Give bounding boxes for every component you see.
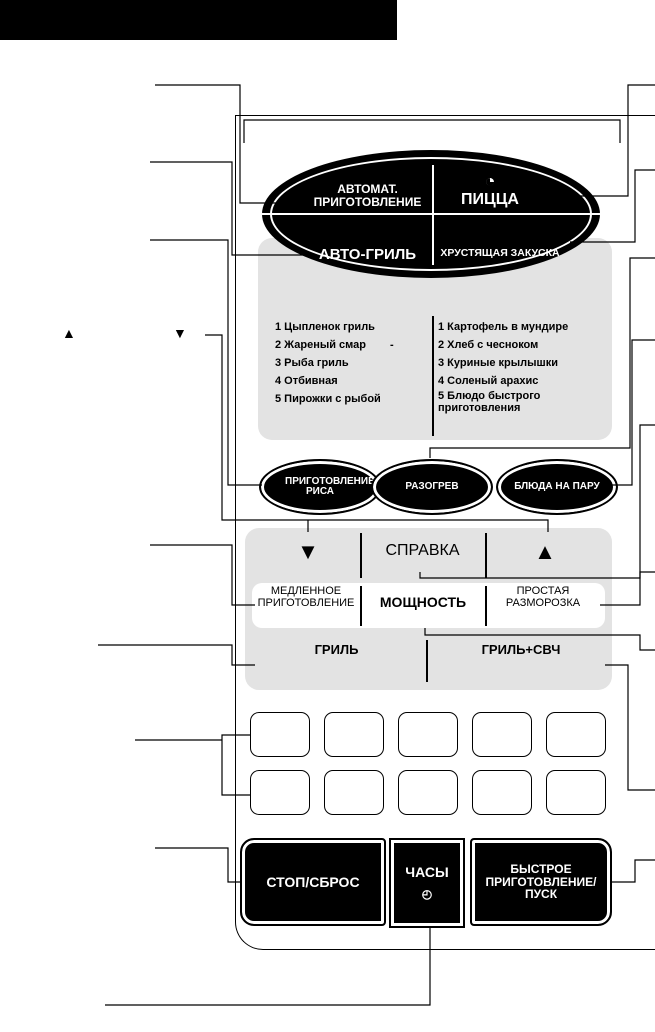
dash-mark: - <box>390 339 394 351</box>
up-button[interactable]: ▲ <box>534 539 556 564</box>
microwave-panel <box>235 115 655 950</box>
pizza-icon: ◔ <box>484 171 496 191</box>
rice-button[interactable]: ПРИГОТОВЛЕНИЕ РИСА <box>259 459 381 515</box>
header-bar <box>0 0 397 40</box>
auto-grill-button[interactable]: АВТО-ГРИЛЬ <box>318 246 417 263</box>
crispy-snack-menu: 1 Картофель в мундире 2 Хлеб с чесноком … <box>438 318 588 414</box>
reheat-button[interactable]: РАЗОГРЕВ <box>371 459 493 515</box>
list-item: 4 Соленый арахис <box>438 375 539 387</box>
number-button[interactable] <box>250 712 310 757</box>
number-button[interactable] <box>472 712 532 757</box>
number-button[interactable] <box>398 712 458 757</box>
number-button[interactable] <box>546 770 606 815</box>
crispy-snack-button[interactable]: ХРУСТЯЩАЯ ЗАКУСКА <box>440 247 560 259</box>
clock-icon: ◴ <box>421 887 433 902</box>
list-item: 4 Отбивная <box>275 375 338 387</box>
up-arrow-legend-icon: ▲ <box>62 325 76 341</box>
divider <box>485 586 487 626</box>
list-item: 5 Блюдо быстрого приготовления <box>438 390 541 414</box>
ellipse-divider-h <box>262 213 600 215</box>
start-label: БЫСТРОЕ ПРИГОТОВЛЕНИЕ/ ПУСК <box>485 862 597 902</box>
quick-start-button[interactable]: БЫСТРОЕ ПРИГОТОВЛЕНИЕ/ ПУСК <box>470 838 612 926</box>
auto-cook-button[interactable]: АВТОМАТ. ПРИГОТОВЛЕНИЕ <box>313 182 422 209</box>
divider <box>485 533 487 578</box>
stop-label: СТОП/СБРОС <box>266 873 360 890</box>
down-button[interactable]: ▼ <box>297 539 319 564</box>
number-button[interactable] <box>546 712 606 757</box>
list-item: 5 Пирожки с рыбой <box>275 393 381 405</box>
rice-label: ПРИГОТОВЛЕНИЕ РИСА <box>285 475 375 497</box>
clock-label: ЧАСЫ <box>405 864 449 881</box>
power-band <box>252 583 605 628</box>
stop-reset-button[interactable]: СТОП/СБРОС <box>240 838 386 926</box>
down-arrow-legend-icon: ▼ <box>173 325 187 341</box>
list-item: 2 Жареный смар <box>275 339 367 351</box>
pizza-button[interactable]: ПИЦЦА <box>461 191 519 208</box>
list-item: 3 Рыба гриль <box>275 357 349 369</box>
divider <box>360 586 362 626</box>
divider <box>426 640 428 682</box>
power-button[interactable]: МОЩНОСТЬ <box>379 594 467 610</box>
steam-button[interactable]: БЛЮДА НА ПАРУ <box>496 459 618 515</box>
list-item: 1 Цыпленок гриль <box>275 321 375 333</box>
divider <box>360 533 362 578</box>
ellipse-divider-v <box>432 165 434 265</box>
steam-label: БЛЮДА НА ПАРУ <box>514 480 600 492</box>
easy-defrost-button[interactable]: ПРОСТАЯ РАЗМОРОЗКА <box>505 585 581 610</box>
menu-divider <box>432 316 434 436</box>
number-button[interactable] <box>324 770 384 815</box>
grill-button[interactable]: ГРИЛЬ <box>314 642 359 657</box>
list-item: 3 Куриные крылышки <box>438 357 558 369</box>
clock-button[interactable]: ЧАСЫ ◴ <box>389 838 465 928</box>
auto-grill-menu: 1 Цыпленок гриль 2 Жареный смар 3 Рыба г… <box>275 318 381 408</box>
grill-micro-button[interactable]: ГРИЛЬ+СВЧ <box>481 642 561 657</box>
list-item: 2 Хлеб с чесноком <box>438 339 539 351</box>
help-button[interactable]: СПРАВКА <box>385 542 460 559</box>
number-button[interactable] <box>472 770 532 815</box>
reheat-label: РАЗОГРЕВ <box>405 480 459 492</box>
number-button[interactable] <box>250 770 310 815</box>
list-item: 1 Картофель в мундире <box>438 321 569 333</box>
slow-cook-button[interactable]: МЕДЛЕННОЕ ПРИГОТОВЛЕНИЕ <box>257 585 355 610</box>
number-button[interactable] <box>398 770 458 815</box>
number-button[interactable] <box>324 712 384 757</box>
